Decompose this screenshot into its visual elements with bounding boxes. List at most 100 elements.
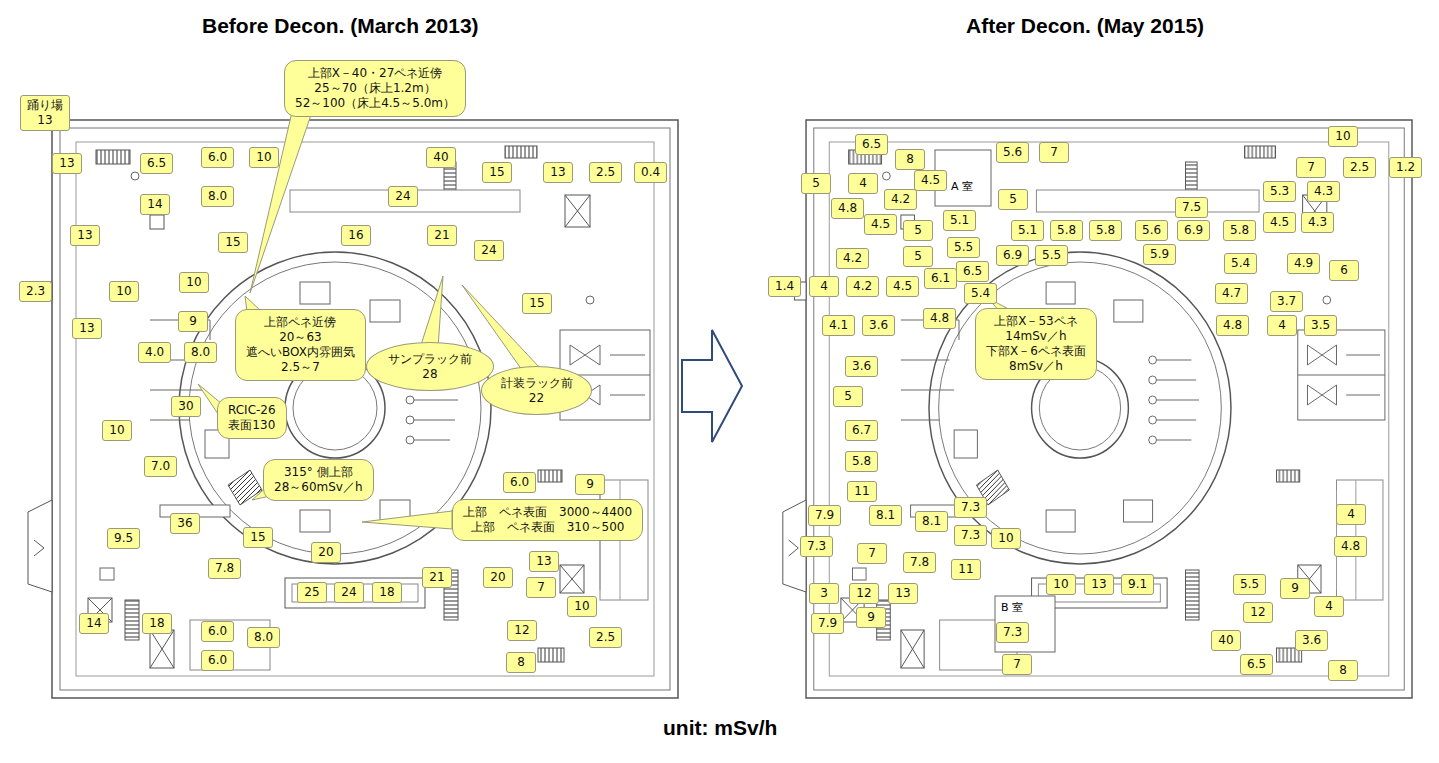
- dose-value: 0.4: [641, 165, 660, 180]
- dose-value: 13: [1091, 577, 1107, 592]
- dose-value: 10: [998, 531, 1014, 546]
- dose-rate-box: 6.0: [201, 621, 234, 642]
- dose-rate-box: 4.7: [1215, 283, 1248, 304]
- transition-arrow: [682, 330, 742, 442]
- callout-ellipse: 計装ラック前22: [481, 366, 592, 415]
- dose-value: 10: [256, 150, 272, 165]
- dose-value: 2.5: [1350, 160, 1369, 175]
- dose-rate-box: 5.1: [943, 210, 976, 231]
- dose-rate-box: 7: [1296, 157, 1326, 178]
- dose-value: 4: [1274, 318, 1290, 333]
- dose-value: 36: [177, 516, 193, 531]
- dose-value: 11: [958, 562, 974, 577]
- dose-value: 5.4: [971, 286, 990, 301]
- dose-value: 4.9: [1294, 256, 1313, 271]
- dose-value: 1.4: [775, 279, 794, 294]
- dose-value: 5.3: [1270, 184, 1289, 199]
- dose-value: 5.5: [1042, 248, 1061, 263]
- dose-value: 10: [1053, 577, 1069, 592]
- dose-rate-box: 4.5: [864, 214, 897, 235]
- dose-rate-box: 10: [109, 281, 139, 302]
- dose-value: 20: [318, 545, 334, 560]
- dose-value: 3.7: [1277, 294, 1296, 309]
- dose-value: 7: [1303, 160, 1319, 175]
- dose-rate-box: 10: [102, 420, 132, 441]
- dose-rate-box: 4.3: [1301, 212, 1334, 233]
- dose-value: 6.5: [147, 156, 166, 171]
- dose-rate-box: 5.3: [1263, 181, 1296, 202]
- dose-value: 16: [348, 228, 364, 243]
- dose-value: 15: [225, 235, 241, 250]
- dose-value: 13: [536, 554, 552, 569]
- dose-value: 5.9: [1150, 247, 1169, 262]
- dose-value: 6.5: [862, 137, 881, 152]
- dose-value: 4.0: [145, 345, 164, 360]
- dose-rate-box: 9: [575, 474, 605, 495]
- dose-value: 18: [149, 616, 165, 631]
- dose-value: 5: [910, 223, 926, 238]
- dose-value: 4: [1321, 599, 1337, 614]
- dose-value: 5.6: [1142, 223, 1161, 238]
- dose-rate-box: 40: [426, 147, 456, 168]
- dose-value: 2.5: [596, 630, 615, 645]
- dose-value: 40: [1218, 633, 1234, 648]
- dose-value: 4.8: [1223, 318, 1242, 333]
- dose-value: 14: [86, 616, 102, 631]
- dose-value: 4: [855, 176, 871, 191]
- dose-value: 6.5: [1247, 657, 1266, 672]
- dose-value: 13: [550, 165, 566, 180]
- dose-value: 6.1: [931, 271, 950, 286]
- dose-rate-box: 5.6: [1135, 220, 1168, 241]
- dose-rate-box: 6.9: [1177, 220, 1210, 241]
- dose-value: 7: [864, 546, 880, 561]
- dose-value: 21: [434, 228, 450, 243]
- dose-value: 7: [1009, 657, 1025, 672]
- dose-rate-box: 8: [506, 652, 536, 673]
- dose-value: 8.0: [254, 630, 273, 645]
- callout-text: 14mSv／h: [986, 329, 1086, 344]
- dose-value: 6.7: [852, 423, 871, 438]
- dose-value: 7: [533, 580, 549, 595]
- dose-rate-box: 7.8: [903, 552, 936, 573]
- dose-rate-box: 0.4: [634, 162, 667, 183]
- dose-value: 13: [27, 113, 63, 128]
- dose-value: 4.1: [829, 318, 848, 333]
- dose-rate-box: 4: [1336, 504, 1366, 525]
- dose-value: 15: [529, 296, 545, 311]
- dose-rate-box: 11: [951, 559, 981, 580]
- dose-rate-box: 15: [243, 527, 273, 548]
- dose-value: 4.5: [893, 279, 912, 294]
- dose-rate-box: 18: [372, 582, 402, 603]
- dose-rate-box: 5.8: [1089, 220, 1122, 241]
- dose-value: 4: [1343, 507, 1359, 522]
- callout-text: RCIC-26: [228, 403, 276, 418]
- dose-value: 7.5: [1182, 200, 1201, 215]
- dose-rate-box: 2.5: [1343, 157, 1376, 178]
- dose-rate-box: 5: [903, 220, 933, 241]
- dose-value: 4.8: [930, 311, 949, 326]
- dose-rate-box: 4.5: [1263, 212, 1296, 233]
- dose-value: 10: [116, 284, 132, 299]
- dose-value: 7: [1046, 145, 1062, 160]
- dose-rate-box: 13: [529, 551, 559, 572]
- dose-rate-box: 5.4: [1224, 253, 1257, 274]
- dose-value: 5: [840, 389, 856, 404]
- dose-value: 24: [395, 189, 411, 204]
- dose-rate-box: 13: [72, 318, 102, 339]
- dose-rate-box: 4.9: [1287, 253, 1320, 274]
- dose-rate-box: 3.5: [1304, 315, 1337, 336]
- dose-value: 3.6: [852, 359, 871, 374]
- dose-rate-box: 9: [178, 311, 208, 332]
- dose-rate-box: 18: [142, 613, 172, 634]
- dose-value: 4.5: [871, 217, 890, 232]
- callout-text: 22: [529, 391, 544, 406]
- dose-rate-box: 7.3: [800, 536, 833, 557]
- callout-text: 計装ラック前: [501, 376, 573, 391]
- dose-rate-box: 12: [1243, 602, 1273, 623]
- callout-ellipse: サンプラック前28: [366, 342, 494, 391]
- dose-rate-box: 7.3: [954, 497, 987, 518]
- dose-rate-box: 6.5: [855, 134, 888, 155]
- callout-text: 20～63: [246, 330, 355, 345]
- dose-rate-box: 10: [991, 528, 1021, 549]
- dose-value: 20: [490, 570, 506, 585]
